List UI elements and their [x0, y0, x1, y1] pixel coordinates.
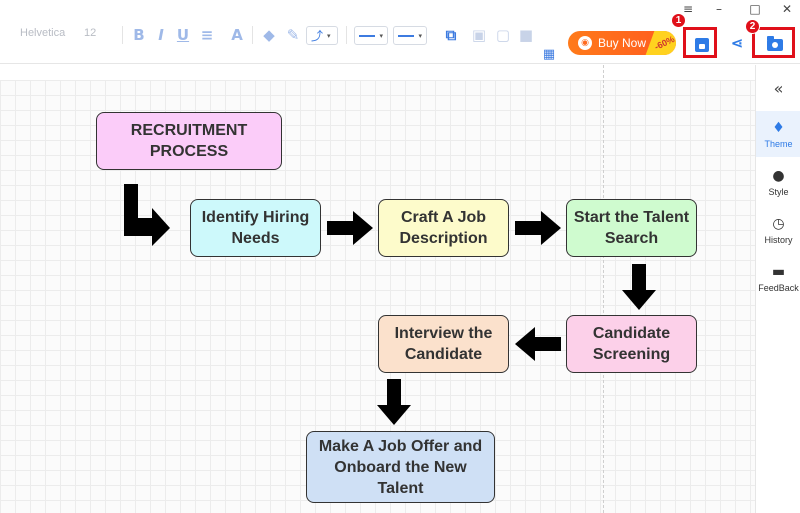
buy-now-button[interactable]: ◉ Buy Now -60%	[568, 31, 676, 55]
buy-now-label: Buy Now	[598, 36, 647, 50]
table-icon[interactable]: ▦	[542, 46, 556, 62]
connector-icon: ⤴	[311, 29, 324, 43]
toolbar: Helvetica 12 B I U ≡ A ◆ ✎ ⤴ ▾ ▾ ▾ ⧉ ▣ ▢…	[0, 0, 800, 64]
step-marker-1: 1	[671, 13, 686, 28]
line-weight-preview	[398, 34, 415, 37]
italic-icon[interactable]: I	[158, 26, 164, 44]
step-marker-2: 2	[745, 19, 760, 34]
toolbar-divider	[122, 26, 123, 44]
discount-badge: -60%	[645, 31, 676, 55]
arrow-right-icon	[515, 211, 561, 245]
toolbar-divider	[346, 26, 347, 44]
maximize-icon[interactable]: □	[749, 2, 761, 16]
title-node[interactable]: RECRUITMENT PROCESS	[96, 112, 282, 170]
line-style-preview	[359, 34, 376, 37]
arrange-icon[interactable]: ⧉	[445, 26, 457, 44]
fill-bucket-icon[interactable]: ◆	[263, 26, 275, 44]
save-button[interactable]	[683, 27, 717, 58]
tab-label: Style	[768, 186, 789, 197]
line-color-icon[interactable]: ✎	[286, 26, 300, 44]
arrow-right-icon	[327, 211, 373, 245]
group-icon[interactable]: ▣	[471, 26, 487, 44]
align-icon[interactable]: ≡	[200, 26, 214, 44]
tshirt-icon: ♦	[772, 119, 785, 136]
chat-icon: ▬	[771, 263, 786, 280]
chevron-down-icon: ▾	[379, 31, 383, 40]
step-job-offer-onboard[interactable]: Make A Job Offer and Onboard the New Tal…	[306, 431, 495, 503]
step-start-talent-search[interactable]: Start the Talent Search	[566, 199, 697, 257]
step-identify-hiring-needs[interactable]: Identify Hiring Needs	[190, 199, 321, 257]
tab-history[interactable]: ◷ History	[756, 207, 800, 253]
minimize-icon[interactable]: –	[716, 2, 722, 16]
toolbar-divider	[252, 26, 253, 44]
step-candidate-screening[interactable]: Candidate Screening	[566, 315, 697, 373]
tab-label: Theme	[764, 138, 793, 149]
right-side-panel: « ♦ Theme ● Style ◷ History ▬ FeedBack	[755, 65, 800, 513]
share-icon[interactable]: ⋖	[730, 34, 744, 52]
ruler	[0, 65, 755, 81]
step-craft-job-description[interactable]: Craft A Job Description	[378, 199, 509, 257]
page-boundary-guide	[603, 65, 604, 513]
tab-feedback[interactable]: ▬ FeedBack	[756, 255, 800, 301]
chevron-down-icon: ▾	[327, 31, 331, 40]
underline-icon[interactable]: U	[176, 26, 190, 44]
bold-icon[interactable]: B	[133, 26, 145, 44]
chevron-down-icon: ▾	[418, 31, 422, 40]
export-button[interactable]	[752, 27, 795, 58]
tab-style[interactable]: ● Style	[756, 159, 800, 205]
step-interview-candidate[interactable]: Interview the Candidate	[378, 315, 509, 373]
line-style-select[interactable]: ▾	[354, 26, 388, 45]
menu-icon[interactable]: ≡	[682, 2, 694, 16]
tab-label: FeedBack	[758, 282, 799, 293]
font-family-select[interactable]: Helvetica	[20, 27, 66, 39]
collapse-panel-icon[interactable]: «	[773, 79, 784, 98]
line-weight-select[interactable]: ▾	[393, 26, 427, 45]
clock-icon: ◷	[772, 215, 785, 232]
font-size-select[interactable]: 12	[84, 27, 97, 39]
palette-icon: ●	[772, 167, 785, 184]
cart-icon: ◉	[578, 36, 592, 50]
tab-label: History	[764, 234, 793, 245]
bent-arrow-icon	[124, 184, 170, 246]
close-icon[interactable]: ✕	[781, 2, 793, 16]
arrow-down-icon	[622, 264, 656, 310]
ungroup-icon[interactable]: ▢	[495, 26, 511, 44]
font-color-icon[interactable]: A	[231, 26, 243, 44]
tab-theme[interactable]: ♦ Theme	[756, 111, 800, 157]
arrow-down-icon	[377, 379, 411, 425]
lock-icon[interactable]: ■	[518, 26, 534, 44]
arrow-left-icon	[515, 327, 561, 361]
save-icon	[695, 38, 709, 52]
folder-icon	[767, 36, 783, 51]
connector-style-select[interactable]: ⤴ ▾	[306, 26, 338, 45]
